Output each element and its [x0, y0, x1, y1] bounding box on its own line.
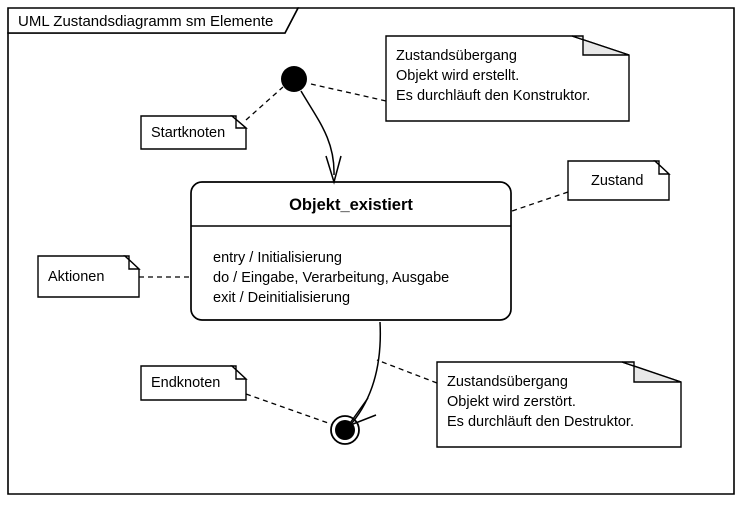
note-zustandsuebergang-erstellt[interactable]	[386, 36, 629, 121]
start-node[interactable]	[281, 66, 307, 92]
transition-start-to-state-line	[300, 90, 335, 176]
note-zerstoert-line-2: Objekt wird zerstört.	[447, 394, 576, 410]
note-erstellt-line-1: Zustandsübergang	[396, 48, 517, 64]
frame-title-label: UML Zustandsdiagramm sm Elemente	[18, 13, 274, 30]
note-aktionen[interactable]	[38, 256, 139, 297]
note-aktionen-label: Aktionen	[48, 269, 105, 285]
anchor-zustand	[511, 191, 569, 212]
note-startknoten-label: Startknoten	[151, 125, 226, 141]
frame-title-tab-target[interactable]	[8, 8, 298, 33]
note-erstellt-line-3: Es durchläuft den Konstruktor.	[396, 88, 591, 104]
anchor-note-erstellt	[310, 83, 387, 102]
state-action-entry: entry / Initialisierung	[213, 250, 342, 266]
end-node[interactable]	[331, 416, 359, 444]
state-node-objekt-existiert[interactable]	[191, 182, 511, 320]
note-endknoten-label: Endknoten	[151, 375, 221, 391]
note-zustandsuebergang-zerstoert[interactable]	[437, 362, 681, 447]
anchor-note-zerstoert	[376, 359, 438, 384]
note-startknoten[interactable]	[141, 116, 246, 149]
state-action-do: do / Eingabe, Verarbeitung, Ausgabe	[213, 270, 450, 286]
state-title: Objekt_existiert	[289, 196, 413, 214]
note-zustand[interactable]	[568, 161, 669, 200]
state-action-exit: exit / Deinitialisierung	[213, 290, 351, 306]
note-zustand-label: Zustand	[591, 173, 644, 189]
anchor-endknoten	[245, 393, 332, 425]
transition-state-to-end-line	[351, 321, 382, 424]
note-zerstoert-line-3: Es durchläuft den Destruktor.	[447, 414, 634, 430]
note-zerstoert-line-1: Zustandsübergang	[447, 374, 568, 390]
anchor-startknoten	[245, 86, 284, 121]
note-endknoten[interactable]	[141, 366, 246, 400]
note-erstellt-line-2: Objekt wird erstellt.	[396, 68, 520, 84]
transition-start-to-state-arrowhead	[325, 155, 342, 185]
